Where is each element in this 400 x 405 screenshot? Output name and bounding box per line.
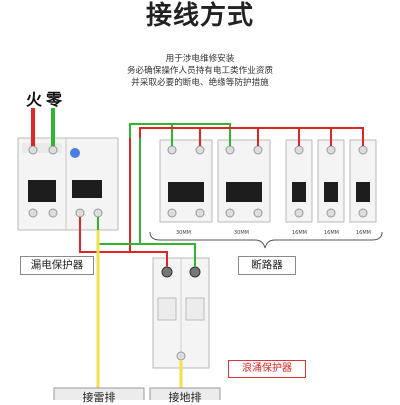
leakage-protector-device: [17, 137, 119, 231]
leakage-protector-label: 漏电保护器: [20, 256, 94, 275]
note-line-3: 并采取必要的断电、绝缘等防护措施: [131, 78, 269, 88]
circuit-breaker-label: 断路器: [238, 256, 296, 275]
surge-protector-label: 浪涌保护器: [228, 360, 306, 378]
lightning-bar-label: 接雷排: [82, 391, 116, 404]
breaker-tag-5: 16MM: [356, 230, 371, 236]
live-label: 火: [26, 90, 43, 109]
breaker-1p-2: [317, 139, 345, 223]
breaker-tag-3: 16MM: [292, 230, 307, 236]
breaker-2p-1: [159, 139, 213, 223]
breaker-brace: [149, 231, 383, 249]
breaker-tag-4: 16MM: [324, 230, 339, 236]
test-button-icon: [70, 148, 80, 158]
breaker-1p-1: [285, 139, 313, 223]
surge-protector-device: [152, 257, 210, 369]
breaker-tag-2: 30MM: [234, 230, 249, 236]
breaker-2p-2: [217, 139, 271, 223]
breaker-tag-1: 30MM: [176, 230, 191, 236]
breaker-1p-3: [349, 139, 377, 223]
leakage-switch: [28, 180, 56, 202]
neutral-label: 零: [46, 90, 63, 109]
note-line-2: 务必确保操作人员持有电工类作业资质: [126, 66, 274, 76]
lightning-bar: [53, 387, 145, 400]
ground-bar-label: 接地排: [168, 391, 202, 404]
page-title: 接线方式: [145, 1, 254, 31]
note-line-1: 用于涉电维修安装: [165, 54, 235, 64]
ground-bar: [149, 387, 221, 400]
